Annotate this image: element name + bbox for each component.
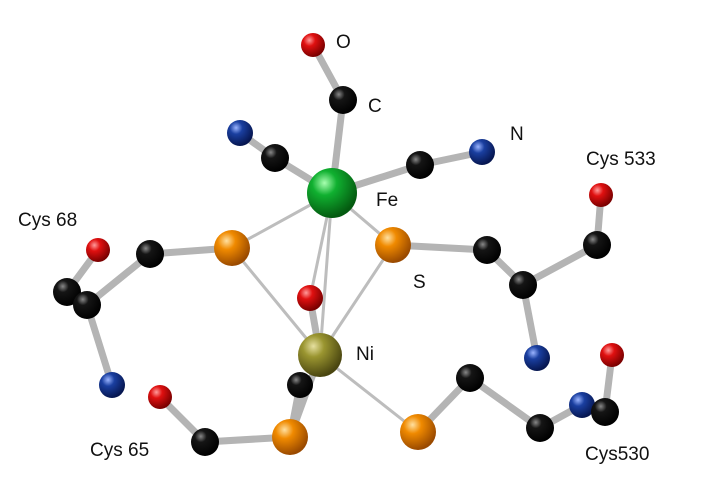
sulfur-atom	[214, 230, 250, 266]
carbon-atom	[191, 428, 219, 456]
bond	[466, 374, 544, 432]
oxygen-atom	[600, 343, 624, 367]
sulfur-atom	[272, 419, 308, 455]
carbon-atom	[591, 398, 619, 426]
carbon-atom	[509, 271, 537, 299]
carbon-atom	[456, 364, 484, 392]
carbon-atom	[526, 414, 554, 442]
nitrogen-atom	[99, 372, 125, 398]
carbon-atom	[583, 231, 611, 259]
oxygen-atom	[148, 385, 172, 409]
carbon-atom	[53, 278, 81, 306]
label-oxygen: O	[336, 32, 351, 53]
bond	[318, 243, 395, 357]
nitrogen-atom	[524, 345, 550, 371]
iron-atom	[307, 168, 357, 218]
label-cys68: Cys 68	[18, 210, 77, 231]
label-iron: Fe	[376, 190, 398, 211]
carbon-atom	[406, 151, 434, 179]
label-cys530: Cys530	[585, 444, 649, 465]
carbon-atom	[329, 86, 357, 114]
label-nickel: Ni	[356, 344, 374, 365]
label-carbon: C	[368, 96, 382, 117]
carbon-atom	[261, 144, 289, 172]
nickel-atom	[298, 333, 342, 377]
oxygen-atom-bridging	[297, 285, 323, 311]
atoms	[53, 33, 624, 456]
oxygen-atom	[301, 33, 325, 57]
bond	[519, 241, 601, 289]
carbon-atom	[73, 291, 101, 319]
nitrogen-atom	[469, 139, 495, 165]
carbon-atom	[136, 240, 164, 268]
bond	[230, 246, 322, 357]
nitrogen-atom	[569, 392, 595, 418]
oxygen-atom	[589, 183, 613, 207]
carbon-atom	[473, 236, 501, 264]
oxygen-atom	[86, 238, 110, 262]
label-nitrogen: N	[510, 124, 524, 145]
label-sulfur: S	[413, 272, 426, 293]
sulfur-atom	[375, 227, 411, 263]
nitrogen-atom	[227, 120, 253, 146]
labels: O C N Fe S Ni Cys 533 Cys 68 Cys 65 Cys5…	[18, 32, 656, 465]
sulfur-atom	[400, 414, 436, 450]
label-cys65: Cys 65	[90, 440, 149, 461]
label-cys533: Cys 533	[586, 149, 656, 170]
bond	[318, 191, 334, 357]
carbon-atom	[287, 372, 313, 398]
